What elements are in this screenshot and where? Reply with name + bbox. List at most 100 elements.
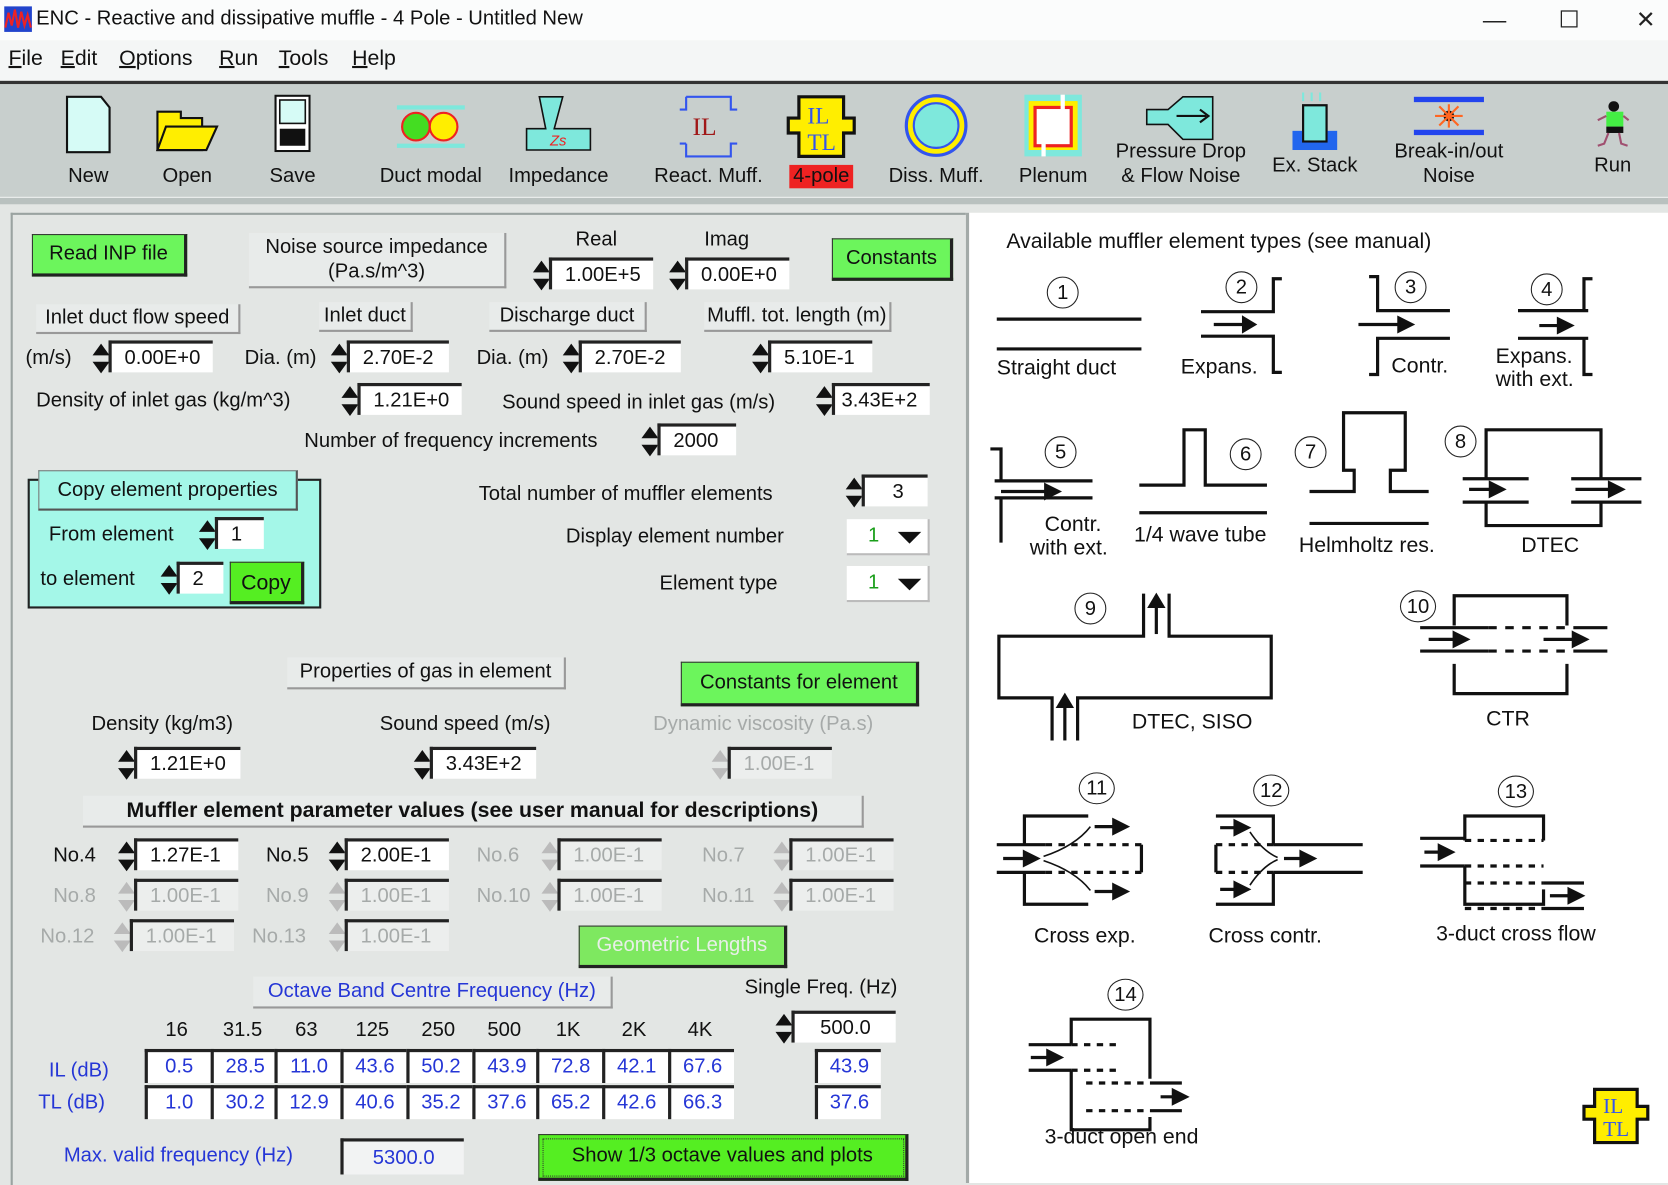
discharge-duct-label: Discharge duct [489, 302, 646, 332]
menu-run[interactable]: Run [219, 47, 258, 71]
element-type-2-number: 2 [1225, 271, 1257, 303]
param-input: 1.00E-1 [345, 919, 449, 951]
menu-help-label: elp [367, 47, 395, 70]
maximize-button[interactable]: ☐ [1545, 4, 1594, 36]
impedance-button[interactable]: Zs Impedance [498, 90, 619, 192]
menu-tools[interactable]: Tools [279, 47, 329, 71]
element-density-input[interactable]: 1.21E+0 [134, 747, 240, 779]
copy-button[interactable]: Copy [230, 562, 304, 605]
four-pole-icon: ILTL [786, 95, 856, 159]
element-type-7-label: Helmholtz res. [1299, 534, 1435, 558]
impedance-icon: Zs [522, 95, 594, 152]
il-cell: 43.9 [472, 1049, 538, 1083]
svg-text:IL: IL [1603, 1094, 1623, 1118]
total-elements-input[interactable]: 3 [862, 474, 928, 506]
diss-muff-button[interactable]: Diss. Muff. [881, 90, 992, 192]
duct-modal-button[interactable]: Duct modal [370, 90, 491, 192]
third-octave-button[interactable]: Show 1/3 octave values and plots [538, 1134, 908, 1181]
menu-file[interactable]: File [9, 47, 43, 71]
open-button[interactable]: Open [149, 90, 226, 192]
close-button[interactable]: ✕ [1621, 4, 1668, 36]
break-in-out-button[interactable]: Break-in/outNoise [1383, 90, 1515, 192]
inlet-dia-input[interactable]: 2.70E-2 [347, 340, 449, 372]
toolbar: New Open Save Duct modal Zs Impedance IL… [0, 81, 1668, 200]
tl-label: TL (dB) [38, 1092, 105, 1115]
freq-header: 125 [340, 1019, 404, 1042]
noise-label: Noise [1383, 164, 1515, 188]
element-diagrams: ILTL [969, 255, 1668, 1183]
il-cell: 67.6 [668, 1049, 734, 1083]
element-type-10-number: 10 [1400, 590, 1436, 622]
element-type-13-label: 3-duct cross flow [1436, 922, 1596, 946]
to-element-label: to element [40, 568, 134, 591]
minimize-button[interactable]: — [1470, 4, 1519, 36]
react-muff-button[interactable]: IL React. Muff. [647, 90, 770, 192]
element-type-11-diagram [997, 816, 1142, 904]
element-type-dropdown[interactable]: 1 [847, 566, 930, 602]
ex-stack-button[interactable]: Ex. Stack [1264, 90, 1366, 192]
param-input: 1.00E-1 [557, 879, 661, 911]
window-title: ENC - Reactive and dissipative muffle - … [36, 7, 583, 30]
svg-text:TL: TL [807, 130, 836, 156]
tl-cell: 42.6 [602, 1085, 668, 1119]
element-type-9-label: DTEC, SISO [1132, 711, 1253, 735]
constants-for-element-button[interactable]: Constants for element [681, 662, 919, 707]
element-type-label: Element type [660, 572, 778, 595]
inlet-sound-speed-input[interactable]: 3.43E+2 [832, 383, 930, 415]
pressure-drop-button[interactable]: Pressure Drop& Flow Noise [1102, 90, 1259, 192]
flow-speed-input[interactable]: 0.00E+0 [109, 340, 213, 372]
four-pole-button[interactable]: ILTL 4-pole [783, 90, 860, 192]
from-element-input[interactable]: 1 [215, 517, 264, 549]
element-type-13-number: 13 [1498, 776, 1534, 808]
element-sound-speed-input[interactable]: 3.43E+2 [430, 747, 536, 779]
menu-edit[interactable]: Edit [61, 47, 98, 71]
display-element-dropdown[interactable]: 1 [847, 519, 930, 555]
menu-tools-accel: T [279, 47, 290, 70]
element-types-title: Available muffler element types (see man… [1006, 230, 1431, 254]
discharge-dia-input[interactable]: 2.70E-2 [579, 340, 681, 372]
break-in-out-icon [1414, 95, 1484, 138]
plenum-button[interactable]: Plenum [1011, 90, 1096, 192]
flow-speed-unit: (m/s) [26, 347, 72, 370]
inlet-sound-speed-label: Sound speed in inlet gas (m/s) [502, 391, 775, 414]
gas-properties-title: Properties of gas in element [287, 657, 566, 689]
to-element-input[interactable]: 2 [177, 562, 224, 594]
display-element-value: 1 [868, 524, 879, 546]
run-button[interactable]: Run [1581, 90, 1645, 192]
save-button[interactable]: Save [255, 90, 329, 192]
element-type-5-label: Contr.with ext. [1030, 513, 1108, 560]
element-type-14-label: 3-duct open end [1045, 1126, 1199, 1150]
element-type-12-label: Cross contr. [1208, 924, 1322, 948]
tl-cell: 35.2 [406, 1085, 472, 1119]
param-input[interactable]: 2.00E-1 [345, 838, 449, 870]
inlet-density-input[interactable]: 1.21E+0 [357, 383, 461, 415]
real-label: Real [576, 229, 618, 252]
chevron-down-icon [898, 579, 921, 591]
imag-impedance-input[interactable]: 0.00E+0 [685, 257, 789, 289]
read-inp-file-button[interactable]: Read INP file [32, 234, 187, 277]
constants-button[interactable]: Constants [832, 238, 953, 281]
muffler-length-input[interactable]: 5.10E-1 [768, 340, 872, 372]
tl-cell: 65.2 [536, 1085, 602, 1119]
freq-increments-input[interactable]: 2000 [657, 423, 736, 455]
element-type-4-label-line1: Expans. [1496, 345, 1574, 368]
menu-help[interactable]: Help [352, 47, 396, 71]
param-input: 1.00E-1 [130, 919, 234, 951]
impedance-label: Impedance [498, 165, 619, 188]
single-freq-input[interactable]: 500.0 [791, 1011, 895, 1043]
iltl-logo-icon: ILTL [1584, 1089, 1648, 1142]
octave-band-title[interactable]: Octave Band Centre Frequency (Hz) [253, 977, 613, 1009]
max-freq-value: 5300.0 [340, 1138, 463, 1174]
new-button[interactable]: New [53, 90, 123, 192]
param-input: 1.00E-1 [345, 879, 449, 911]
menu-options[interactable]: Options [119, 47, 192, 71]
real-impedance-input[interactable]: 1.00E+5 [549, 257, 653, 289]
runner-icon [1596, 101, 1630, 152]
menu-run-label: un [235, 47, 259, 70]
app-icon [4, 6, 32, 32]
param-input[interactable]: 1.27E-1 [134, 838, 238, 870]
il-cell: 28.5 [211, 1049, 277, 1083]
run-label: Run [1581, 154, 1645, 177]
plenum-icon [1022, 93, 1084, 159]
save-disk-icon [274, 95, 310, 152]
